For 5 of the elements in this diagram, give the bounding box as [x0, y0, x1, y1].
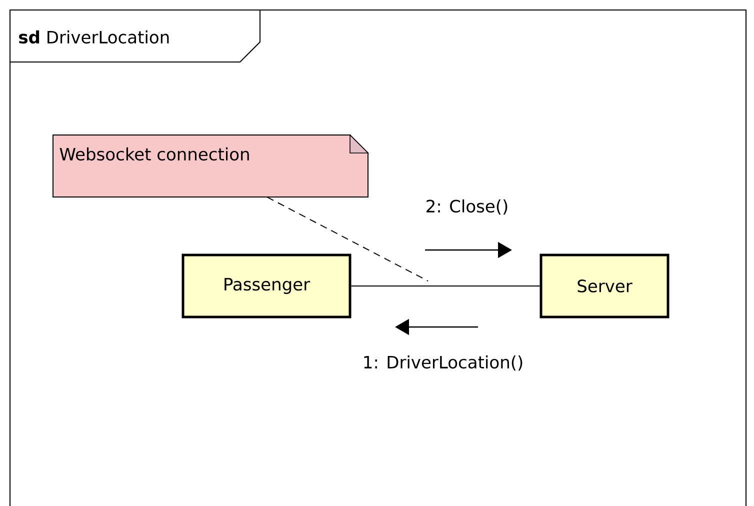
message-label: 2: Close(): [426, 199, 508, 215]
leader-line: [266, 196, 428, 282]
object-box: Server: [540, 254, 670, 318]
object-box: Passenger: [182, 254, 352, 318]
message-label: 1: DriverLocation(): [364, 355, 522, 371]
